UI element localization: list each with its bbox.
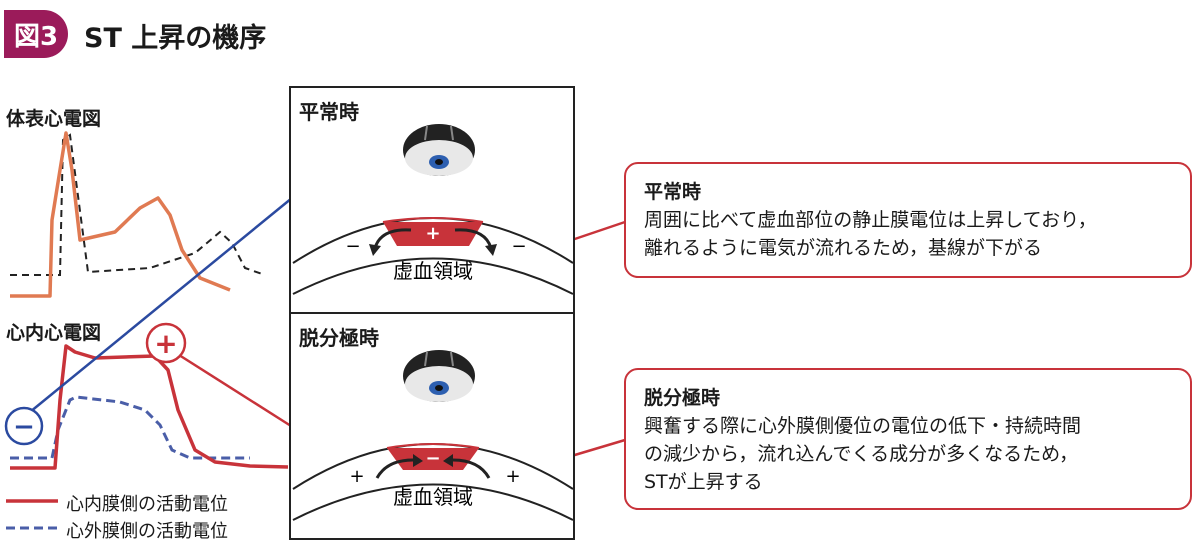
panel-depolarization: 脱分極時 − + + 虚血領域 [289,312,575,540]
figure-badge: 図3 [4,10,68,58]
side-sign-right: − [511,236,526,257]
ischemic-region-label: 虚血領域 [393,485,473,509]
ischemic-region [387,448,479,470]
callout-normal-title: 平常時 [644,181,702,203]
electrode-sphere-icon [403,124,475,176]
ischemic-center-sign: + [425,223,440,244]
plus-electrode-sign: + [154,327,177,360]
plus-electrode [145,322,187,364]
figure-title: ST 上昇の機序 [84,23,267,54]
minus-electrode [4,406,44,446]
callout-normal-line-1: 周囲に比べて虚血部位の静止膜電位は上昇しており， [644,209,1097,231]
callout-depolarization-title: 脱分極時 [644,387,721,409]
panel-normal: 平常時 + − − 虚血領域 [289,86,575,314]
panel-normal-title: 平常時 [299,100,359,124]
ischemic-center-sign: − [425,448,440,469]
intracardiac-ecg-label: 心内心電図 [6,322,102,344]
electrode-sphere-icon [403,350,475,402]
callout-depolarization: 脱分極時 興奮する際に心外膜側優位の電位の低下・持続時間 の減少から，流れ込んで… [624,368,1192,510]
side-sign-left: − [345,236,360,257]
endocardial-potential-trace [10,344,289,470]
red-connector-line [167,346,292,428]
surface-ecg-dashed-trace [10,133,266,276]
surface-ecg-label: 体表心電図 [6,108,102,130]
side-sign-left: + [349,466,364,487]
panel-normal-diagram: + − − 虚血領域 [292,124,574,295]
surface-ecg-st-trace [10,131,231,298]
callout-depolarization-line-3: STが上昇する [644,471,763,493]
ischemic-region [383,222,483,246]
callout-depolarization-line-1: 興奮する際に心外膜側優位の電位の低下・持続時間 [644,415,1082,437]
side-sign-right: + [505,466,520,487]
callout-depolarization-line-2: の減少から，流れ込んでくる成分が多くなるため， [644,443,1079,465]
epicardial-potential-trace [10,395,250,460]
callout-normal-line-2: 離れるように電気が流れるため，基線が下がる [644,237,1043,259]
ischemic-region-label: 虚血領域 [393,259,473,283]
blue-connector-line [29,197,293,413]
callout-normal: 平常時 周囲に比べて虚血部位の静止膜電位は上昇しており， 離れるように電気が流れ… [624,162,1192,278]
legend-item-endocardial: 心内膜側の活動電位 [66,494,228,515]
panel-depolarization-title: 脱分極時 [299,326,379,350]
legend-item-epicardial: 心外膜側の活動電位 [66,521,228,542]
minus-electrode-sign: − [13,412,35,442]
panel-depolarization-diagram: − + + 虚血領域 [292,350,574,521]
